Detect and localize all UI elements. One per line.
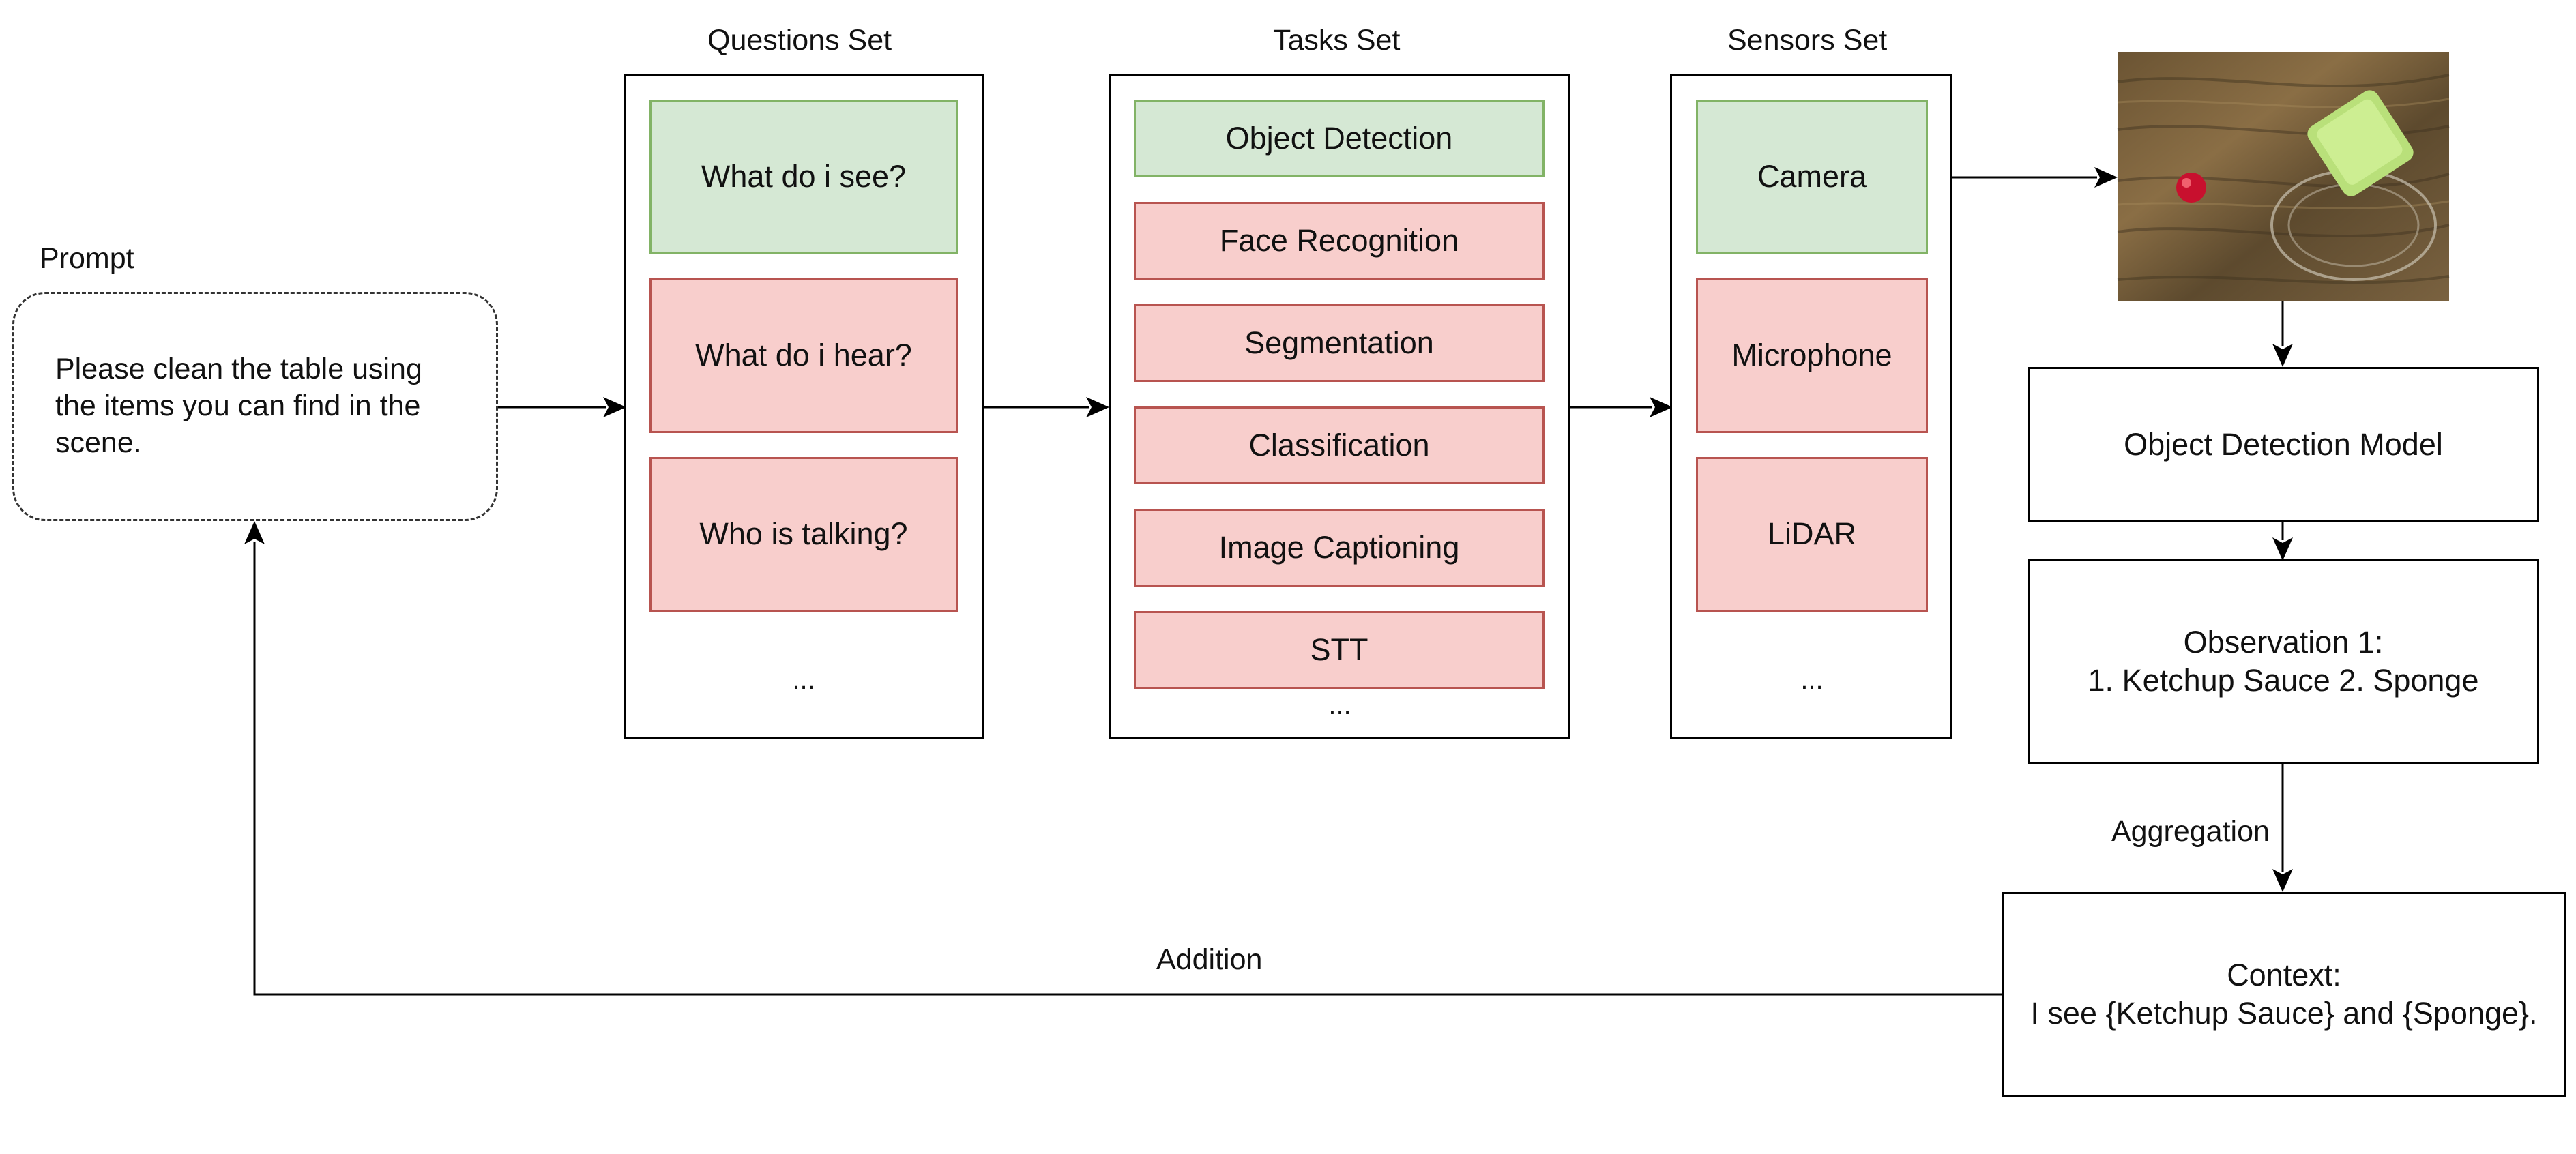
arrow-tasks-to-sensors <box>1569 397 1673 417</box>
questions-ellipsis: ... <box>792 665 815 695</box>
tasks-ellipsis: ... <box>1328 690 1351 720</box>
observation-box: Observation 1: 1. Ketchup Sauce 2. Spong… <box>2028 559 2539 764</box>
questions-set-title: Questions Set <box>707 24 892 57</box>
arrow-observation-to-context <box>2272 764 2293 892</box>
scene-photo <box>2117 52 2450 301</box>
arrow-context-to-prompt <box>244 521 2002 996</box>
arrow-questions-to-tasks <box>982 397 1109 417</box>
sensors-set-title: Sensors Set <box>1727 24 1888 57</box>
sensor-item: LiDAR <box>1696 457 1928 612</box>
task-item: Object Detection <box>1134 100 1545 177</box>
prompt-text: Please clean the table using the items y… <box>55 353 422 459</box>
sensor-item: Microphone <box>1696 278 1928 433</box>
task-item: Classification <box>1134 406 1545 484</box>
sensors-ellipsis: ... <box>1800 665 1824 695</box>
question-item: What do i see? <box>649 100 958 254</box>
context-box: Context: I see {Ketchup Sauce} and {Spon… <box>2002 892 2566 1097</box>
prompt-box: Please clean the table using the items y… <box>12 292 498 521</box>
task-item: STT <box>1134 611 1545 689</box>
observation-text: Observation 1: 1. Ketchup Sauce 2. Spong… <box>2088 624 2479 698</box>
sensor-item: Camera <box>1696 100 1928 254</box>
task-item: Segmentation <box>1134 304 1545 382</box>
context-text: Context: I see {Ketchup Sauce} and {Spon… <box>2030 957 2538 1031</box>
arrow-photo-to-model <box>2272 301 2293 367</box>
tasks-set-title: Tasks Set <box>1273 24 1401 57</box>
task-item: Image Captioning <box>1134 509 1545 587</box>
object-detection-model-label: Object Detection Model <box>2124 426 2443 462</box>
question-item: What do i hear? <box>649 278 958 433</box>
arrow-prompt-to-questions <box>497 397 626 417</box>
task-item: Face Recognition <box>1134 202 1545 280</box>
arrow-camera-to-photo <box>1928 167 2118 188</box>
aggregation-label: Aggregation <box>2111 815 2270 848</box>
addition-label: Addition <box>1156 943 1263 976</box>
object-detection-model-box: Object Detection Model <box>2028 367 2539 522</box>
question-item: Who is talking? <box>649 457 958 612</box>
prompt-label: Prompt <box>40 242 134 275</box>
arrow-model-to-observation <box>2272 522 2293 561</box>
